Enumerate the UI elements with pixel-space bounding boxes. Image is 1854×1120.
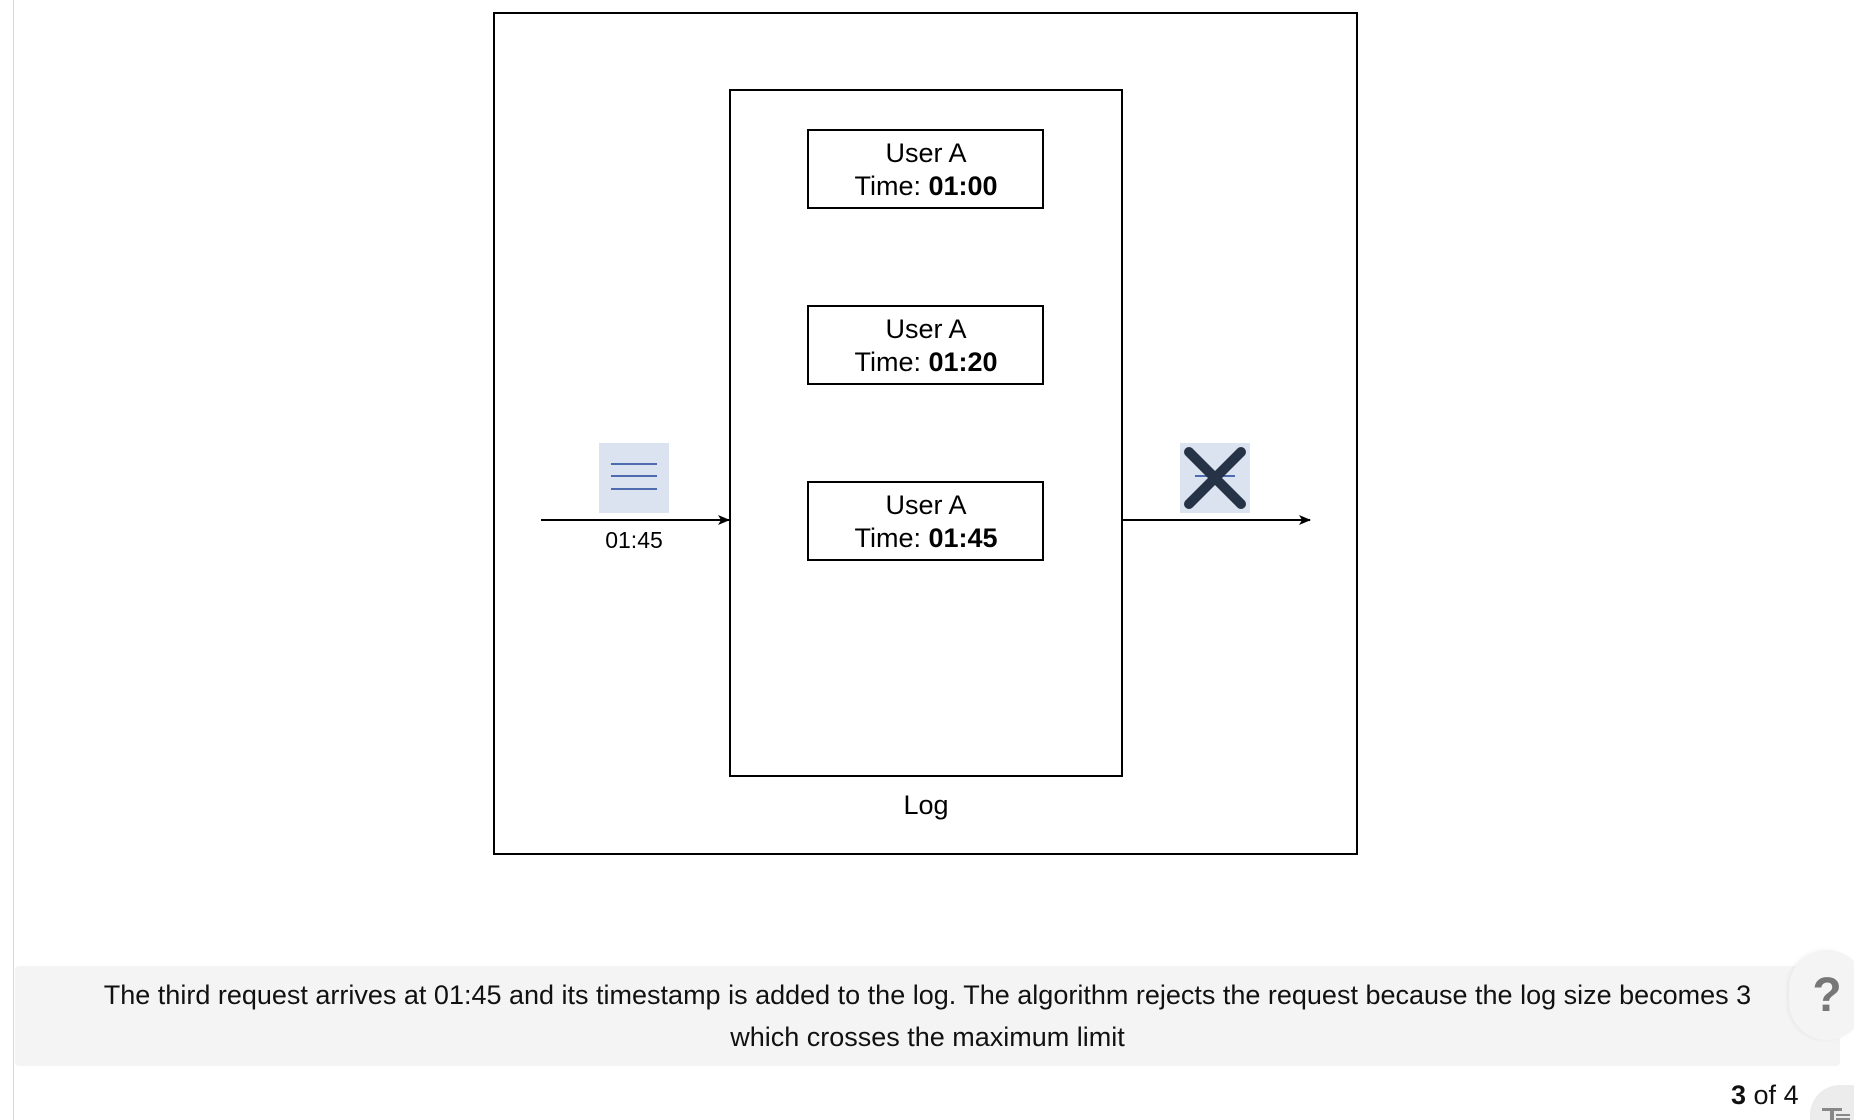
log-entry-user: User A	[885, 314, 967, 344]
log-entry-box-1	[807, 129, 1044, 209]
log-entry-user: User A	[885, 138, 967, 168]
log-entry-time-line: Time: 01:20	[854, 346, 997, 379]
rate-limiter-diagram: User A Time: 01:00 User A Time: 01:20 Us…	[493, 12, 1358, 855]
log-entry-user: User A	[885, 490, 967, 520]
text-size-icon	[1822, 1108, 1850, 1120]
log-entry-3: User A Time: 01:45	[809, 483, 1043, 561]
caption-text: The third request arrives at 01:45 and i…	[103, 980, 1752, 1052]
log-entry-time: 01:00	[928, 171, 998, 201]
log-entry-2: User A Time: 01:20	[809, 307, 1043, 385]
current-slide: 3	[1731, 1080, 1747, 1110]
close-icon	[1180, 443, 1250, 513]
question-mark-icon: ?	[1812, 968, 1842, 1022]
log-entry-time-line: Time: 01:45	[854, 522, 997, 555]
log-container	[729, 89, 1123, 777]
log-entry-time-prefix: Time:	[854, 347, 929, 377]
log-entry-box-2	[807, 305, 1044, 385]
log-entry-1: User A Time: 01:00	[809, 131, 1043, 209]
log-label: Log	[903, 790, 949, 820]
left-border	[13, 0, 14, 1120]
log-entry-time: 01:45	[928, 523, 998, 553]
slide-caption: The third request arrives at 01:45 and i…	[15, 966, 1840, 1066]
slide-counter: 3 of 4	[1731, 1080, 1799, 1111]
total-slides: 4	[1783, 1080, 1799, 1110]
log-entry-time-prefix: Time:	[854, 171, 929, 201]
pager-separator: of	[1746, 1080, 1784, 1110]
log-entry-time-prefix: Time:	[854, 523, 929, 553]
incoming-request-time: 01:45	[605, 527, 663, 553]
text-size-button[interactable]	[1810, 1085, 1854, 1120]
log-entry-time-line: Time: 01:00	[854, 170, 997, 203]
outer-frame	[493, 12, 1358, 855]
document-icon	[599, 443, 669, 513]
help-button[interactable]: ?	[1789, 950, 1854, 1040]
diagram-canvas	[493, 12, 1358, 855]
log-entry-time: 01:20	[928, 347, 998, 377]
log-entry-box-3	[807, 481, 1044, 561]
